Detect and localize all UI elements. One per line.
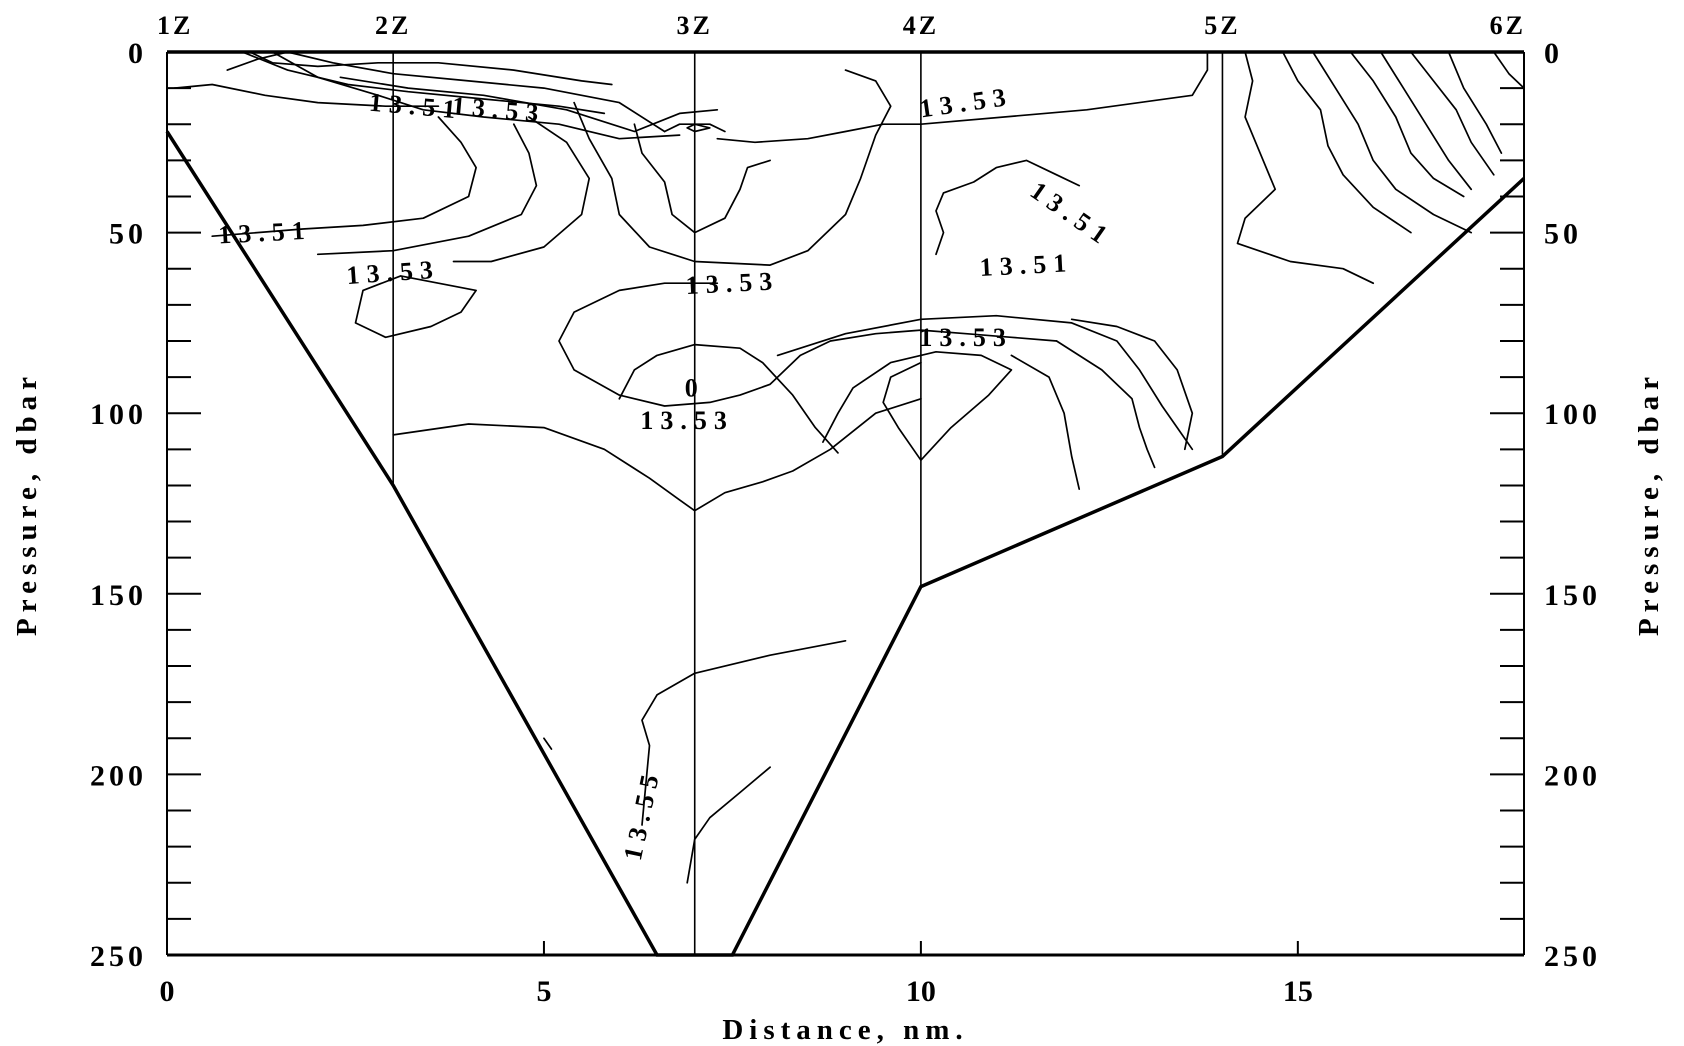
station-label: 4Z <box>903 11 939 40</box>
contour-line <box>392 397 922 512</box>
station-label: 6Z <box>1490 11 1526 40</box>
contour-line <box>286 51 666 133</box>
station-label: 2Z <box>375 11 411 40</box>
contour-line <box>173 83 440 108</box>
y-tick-label-left: 150 <box>90 579 147 612</box>
y-axis-label-left: Pressure, dbar <box>11 371 43 636</box>
contour-line <box>339 76 719 133</box>
y-tick-label-left: 250 <box>90 940 147 973</box>
contour-line <box>618 343 839 454</box>
contour-label: 13.51 <box>218 216 313 250</box>
contour-line <box>641 639 847 826</box>
bottom-profile <box>165 130 1526 957</box>
x-tick-label: 5 <box>536 975 551 1008</box>
contour-label: 13.55 <box>618 765 666 862</box>
contour-line <box>1070 318 1194 451</box>
contour-label: 13.51 <box>368 88 464 125</box>
contour-label: 13.51 <box>1025 176 1118 253</box>
y-tick-label-right: 200 <box>1544 759 1601 792</box>
contour-line <box>935 159 1081 256</box>
station-label: 3Z <box>677 11 713 40</box>
y-tick-label-left: 100 <box>90 398 147 431</box>
contour-line <box>316 123 538 256</box>
contour-line <box>1010 354 1081 490</box>
contour-line <box>1281 51 1412 234</box>
contour-label: 13.53 <box>346 255 441 290</box>
contour-label: 13.53 <box>685 266 780 300</box>
contour-line <box>543 737 553 750</box>
contour-line <box>1236 51 1375 285</box>
contour-line <box>716 51 1209 144</box>
plot-frame <box>166 50 1525 957</box>
y-tick-label-right: 50 <box>1544 218 1582 251</box>
x-tick-label: 0 <box>160 975 175 1008</box>
contour-label: 13.53 <box>640 406 734 435</box>
x-axis-label: Distance, nm. <box>722 1014 968 1046</box>
y-tick-label-right: 150 <box>1544 579 1601 612</box>
contour-line <box>452 116 591 263</box>
contour-line <box>686 766 771 884</box>
axis-ticks <box>166 51 1524 956</box>
x-tick-label: 10 <box>906 975 936 1008</box>
contour-line <box>1055 340 1156 469</box>
contour-line <box>686 123 711 133</box>
y-tick-label-right: 0 <box>1544 37 1563 70</box>
station-lines <box>392 52 1224 955</box>
contour-line <box>776 314 1194 451</box>
y-tick-label-left: 50 <box>109 218 147 251</box>
contour-label: 0 <box>685 373 705 402</box>
contour-line <box>1492 51 1525 89</box>
y-axis-label-right: Pressure, dbar <box>1633 371 1665 636</box>
y-tick-label-right: 250 <box>1544 940 1601 973</box>
y-tick-label-right: 100 <box>1544 398 1601 431</box>
contour-line <box>1349 51 1465 198</box>
y-tick-label-left: 0 <box>128 37 147 70</box>
station-label: 5Z <box>1204 11 1240 40</box>
contour-label: 13.51 <box>979 248 1074 282</box>
contour-line <box>1379 51 1473 191</box>
contour-line <box>822 350 1013 462</box>
contour-line <box>633 123 771 234</box>
contour-line <box>249 51 613 86</box>
x-tick-label: 15 <box>1283 975 1313 1008</box>
station-label: 1Z <box>157 11 193 40</box>
contour-line <box>1312 51 1473 234</box>
contour-line <box>1447 51 1503 154</box>
contour-label: 13.53 <box>451 91 547 128</box>
contour-line <box>558 282 1058 407</box>
contour-line <box>241 51 606 115</box>
contour-line <box>573 69 892 266</box>
y-tick-label-left: 200 <box>90 759 147 792</box>
contour-line <box>226 51 289 71</box>
contour-line <box>211 116 477 238</box>
contour-line <box>354 275 477 339</box>
contour-line <box>1410 51 1495 176</box>
contour-label: 13.53 <box>919 323 1013 352</box>
contour-lines <box>173 51 1525 884</box>
